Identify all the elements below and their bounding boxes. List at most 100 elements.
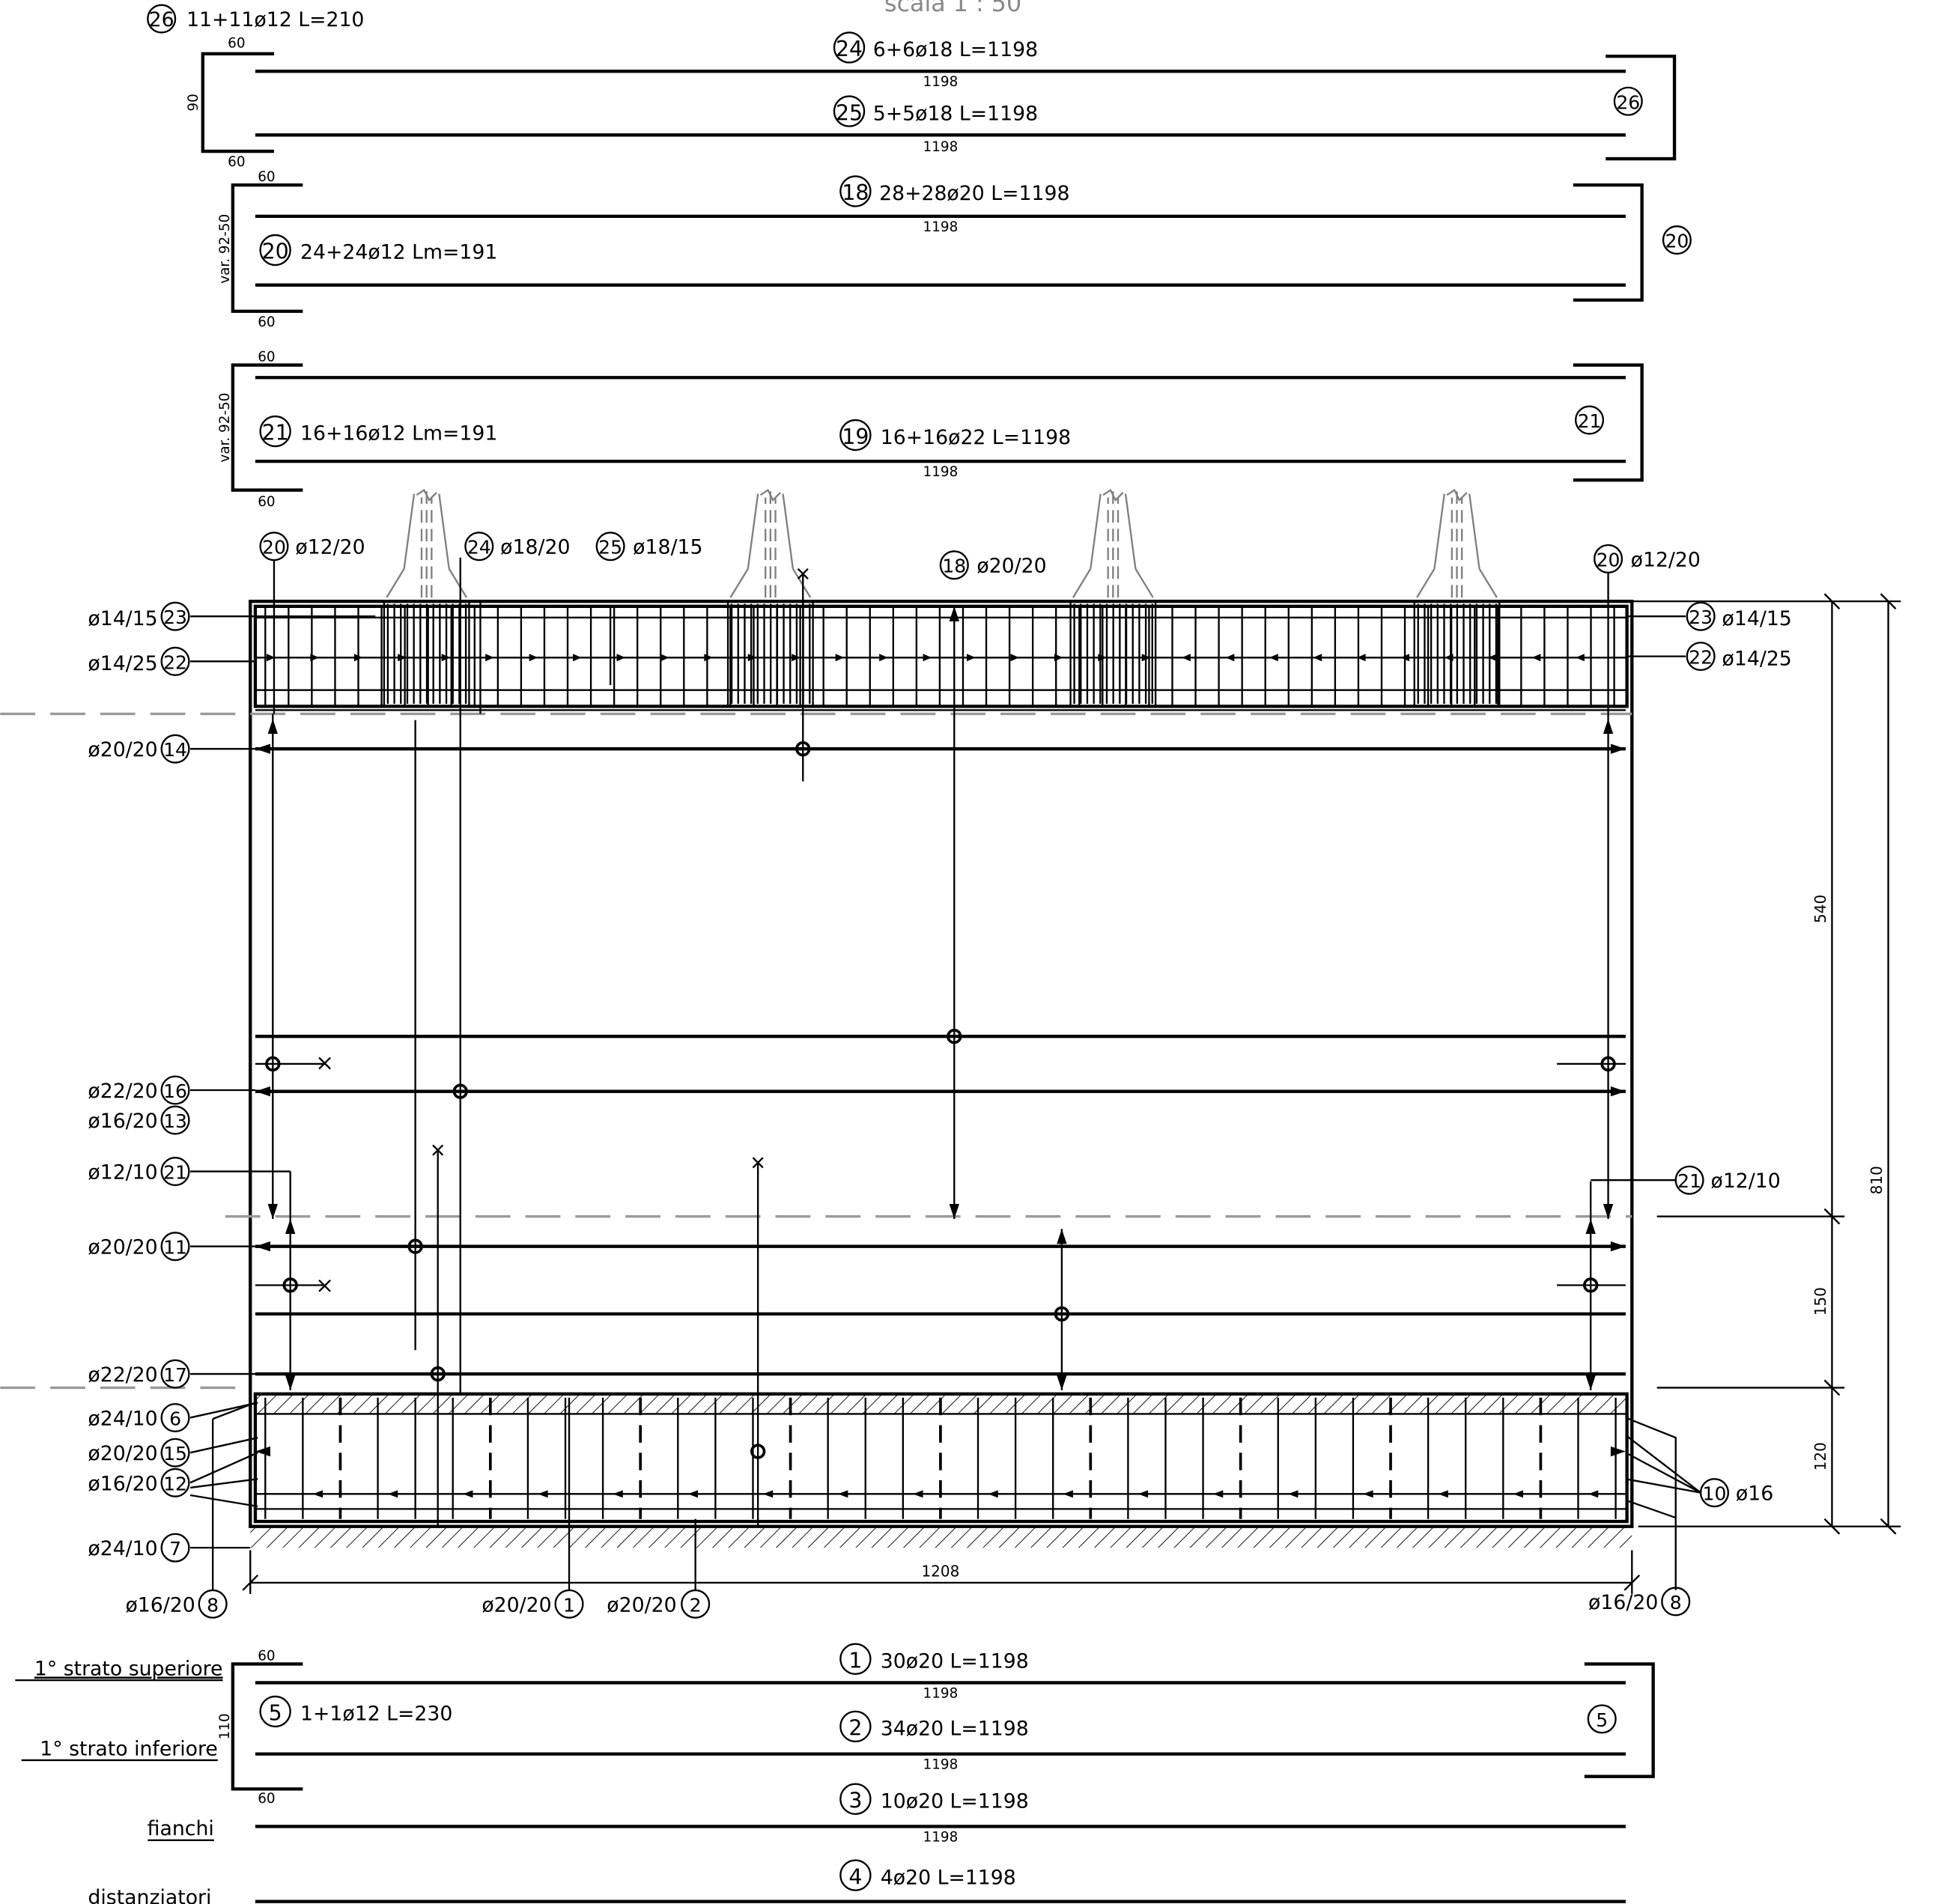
bar-18-label: 28+28ø20 L=1198	[879, 182, 1069, 205]
dim-150: 150	[1811, 1287, 1829, 1316]
bar-21-shape: 60 var. 92-50 60 21 16+16ø12 Lm=191 21	[217, 350, 1644, 510]
left-11-num: 11	[163, 1237, 187, 1259]
pier-cluster-box	[1069, 600, 1157, 708]
bar-19-number: 19	[842, 425, 869, 449]
distribution-arrow	[966, 654, 976, 662]
bar-schedule-upper: 26 11+11ø12 L=210 60 90 60 26 24 6+6ø18 …	[147, 4, 1692, 510]
distribution-arrow	[1182, 654, 1191, 662]
distribution-arrow	[1513, 1490, 1524, 1498]
pier-stub-axis	[1451, 487, 1463, 598]
bar-26-label: 11+11ø12 L=210	[186, 8, 364, 31]
bar-24: 24 6+6ø18 L=1198 1198	[255, 31, 1626, 90]
bar-25-number: 25	[836, 100, 863, 125]
distribution-arrow	[387, 1490, 398, 1498]
bottom-2-num: 2	[690, 1594, 702, 1616]
pier-cluster-box	[1413, 600, 1501, 708]
vertical-bars	[272, 557, 1609, 1526]
distribution-arrow	[1588, 1490, 1599, 1498]
bar-18-number: 18	[842, 180, 869, 205]
callout-20r-num: 20	[1597, 549, 1620, 571]
bar-21-label: 16+16ø12 Lm=191	[300, 422, 497, 445]
bottom-1-num: 1	[563, 1594, 575, 1616]
left-23-num: 23	[163, 606, 187, 628]
bar-5-shape: 60 110 60 5 1+1ø12 L=230 5	[217, 1648, 1655, 1807]
distribution-arrow	[1531, 654, 1541, 662]
bar-25-length: 1198	[923, 139, 959, 155]
dim-810: 810	[1868, 1166, 1886, 1194]
distribution-arrow	[1288, 1490, 1298, 1498]
left-12-text: ø16/20	[88, 1472, 157, 1495]
bar-2-number: 2	[848, 1716, 862, 1741]
bar-5-top-length: 60	[258, 1648, 275, 1664]
pier-stub-outline	[729, 493, 812, 598]
distribution-arrow	[988, 1490, 998, 1498]
left-16-text: ø22/20	[88, 1080, 157, 1103]
right-22-text: ø14/25	[1722, 647, 1792, 670]
pier-cluster-box	[726, 600, 814, 708]
dim-540: 540	[1811, 895, 1829, 923]
bar-21-number-right: 21	[1578, 410, 1602, 432]
left-23-text: ø14/15	[88, 607, 157, 630]
pier-stub-axis	[764, 487, 777, 598]
left-17-num: 17	[163, 1364, 187, 1386]
distribution-arrow	[353, 654, 363, 662]
bar-3-length: 1198	[923, 1830, 959, 1846]
distribution-arrow	[1063, 1490, 1073, 1498]
left-13-num: 13	[163, 1110, 187, 1132]
bar-26-bottom-length: 60	[228, 154, 245, 170]
bar-1-label: 30ø20 L=1198	[881, 1649, 1029, 1673]
left-17-text: ø22/20	[88, 1363, 157, 1387]
bottom-1-text: ø20/20	[482, 1593, 551, 1616]
bar-2-label: 34ø20 L=1198	[881, 1718, 1029, 1741]
bar-1-number: 1	[848, 1648, 862, 1673]
left-6-text: ø24/10	[88, 1407, 157, 1430]
bar-26-number-right: 26	[1616, 91, 1640, 113]
callout-24-text: ø18/20	[500, 536, 570, 559]
bar-19-length: 1198	[923, 464, 959, 480]
bar-19-label: 16+16ø22 L=1198	[881, 426, 1071, 449]
distribution-arrow	[660, 654, 669, 662]
pier-stubs	[386, 487, 1498, 598]
callout-20r-text: ø12/20	[1631, 548, 1701, 571]
sides-label: fianchi	[148, 1817, 214, 1840]
distribution-arrow	[616, 654, 626, 662]
left-7-text: ø24/10	[88, 1537, 157, 1560]
right-10-num: 10	[1703, 1483, 1727, 1505]
dimension-width: 1208	[242, 1550, 1641, 1594]
pier-stub-break	[416, 488, 437, 502]
left-8-num: 8	[207, 1594, 219, 1616]
right-8-text: ø16/20	[1588, 1591, 1658, 1614]
bottom-band-stirrups	[264, 1397, 1617, 1519]
callout-24-num: 24	[467, 537, 491, 559]
pier-stub-outline	[1072, 493, 1154, 598]
callout-18-num: 18	[942, 556, 966, 577]
bar-21-side-length: var. 92-50	[217, 393, 233, 463]
left-16-num: 16	[163, 1080, 187, 1102]
left-13-text: ø16/20	[88, 1110, 157, 1133]
distribution-arrow	[704, 654, 714, 662]
bar-5-label: 1+1ø12 L=230	[300, 1703, 452, 1726]
distribution-arrow	[913, 1490, 923, 1498]
distribution-arrow	[1576, 654, 1585, 662]
distribution-arrow	[1313, 654, 1322, 662]
distribution-arrow	[266, 654, 276, 662]
dimensions-right: 540 150 120 810	[1632, 593, 1901, 1535]
right-callouts: 23 ø14/15 22 ø14/25 21 ø12/10 10 ø16 ø16…	[1588, 601, 1792, 1616]
bar-25-label: 5+5ø18 L=1198	[873, 102, 1038, 125]
bar-25: 25 5+5ø18 L=1198 1198	[255, 95, 1626, 155]
callout-18-text: ø20/20	[976, 555, 1046, 578]
distribution-arrow	[879, 654, 888, 662]
pier-cluster-box	[383, 600, 470, 708]
bar-marks	[265, 568, 1616, 1459]
dim-1208: 1208	[921, 1563, 959, 1581]
callout-25-num: 25	[598, 537, 622, 559]
right-23-num: 23	[1689, 606, 1713, 628]
distribution-arrow	[1400, 654, 1410, 662]
right-21-text: ø12/10	[1710, 1170, 1780, 1193]
right-10-text: ø16	[1736, 1482, 1773, 1506]
layer-bottom-label: 1° strato inferiore	[40, 1737, 218, 1760]
bar-4: 4 4ø20 L=1198 1198	[255, 1859, 1626, 1903]
bar-20-bottom-length: 60	[258, 314, 275, 330]
layer-top-label: 1° strato superiore	[34, 1657, 223, 1680]
